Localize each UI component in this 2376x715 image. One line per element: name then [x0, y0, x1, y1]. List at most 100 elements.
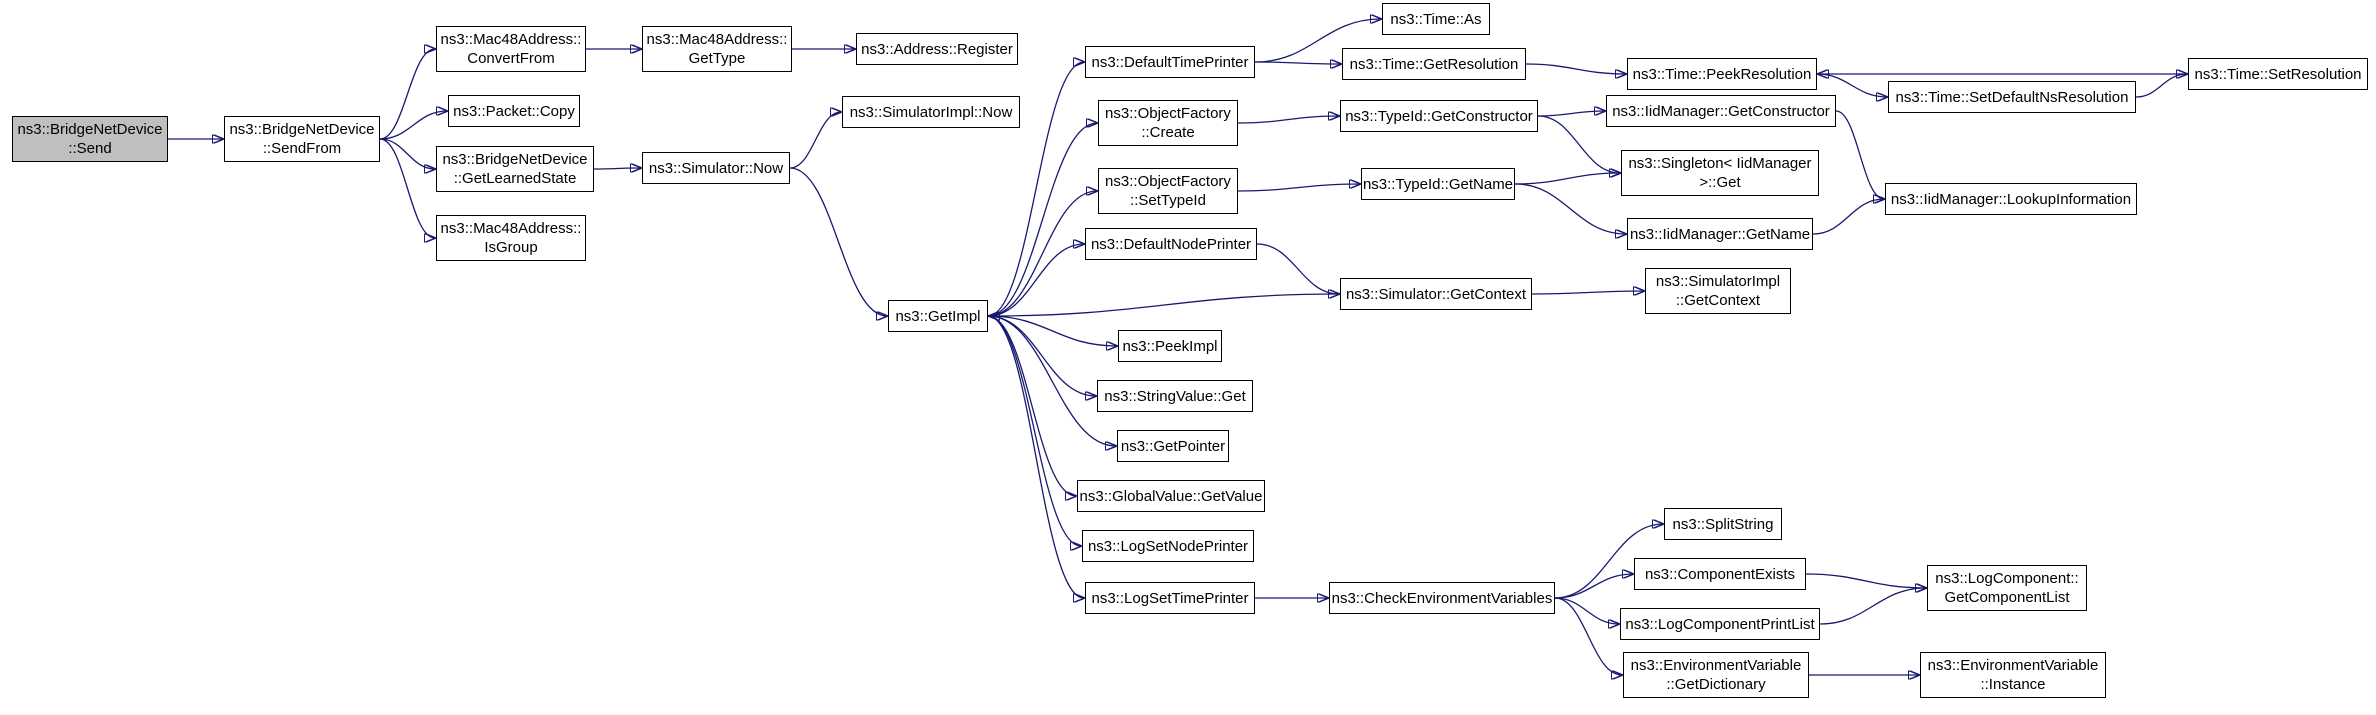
graph-node-label: ns3::ObjectFactory — [1105, 173, 1231, 190]
graph-node-label: ns3::BridgeNetDevice — [229, 121, 375, 138]
edge-componentExists-to-logComponentGetComponentList — [1805, 573, 1926, 588]
graph-node-label: IsGroup — [484, 239, 538, 256]
graph-node-splitString[interactable]: ns3::SplitString — [1664, 508, 1782, 540]
graph-node-label: ns3::SplitString — [1672, 515, 1774, 533]
edge-sendFrom-to-packetCopy — [379, 111, 447, 140]
graph-node-label: ns3::Packet::Copy — [453, 102, 575, 120]
edge-typeIdGetName-to-singletonGet — [1514, 173, 1620, 185]
graph-node-label: ns3::ObjectFactory — [1105, 105, 1231, 122]
graph-node-defaultTimePrinter[interactable]: ns3::DefaultTimePrinter — [1085, 46, 1255, 78]
graph-node-label: ns3::SimulatorImpl — [1655, 273, 1781, 290]
graph-node-label: >::Get — [1699, 174, 1741, 191]
graph-node-label: ns3::IidManager::GetName — [1629, 225, 1811, 243]
graph-node-iidManagerGetName[interactable]: ns3::IidManager::GetName — [1627, 218, 1813, 250]
graph-node-convertFrom[interactable]: ns3::Mac48Address::ConvertFrom — [436, 26, 586, 72]
graph-node-peekImpl[interactable]: ns3::PeekImpl — [1118, 330, 1222, 362]
graph-node-componentExists[interactable]: ns3::ComponentExists — [1634, 558, 1806, 590]
graph-node-label: ::GetContext — [1675, 292, 1761, 309]
graph-node-label: ns3::Time::GetResolution — [1349, 55, 1519, 73]
edge-checkEnvironmentVariables-to-splitString — [1554, 524, 1663, 599]
graph-node-logComponentGetComponentList[interactable]: ns3::LogComponent::GetComponentList — [1927, 565, 2087, 611]
graph-node-getPointer[interactable]: ns3::GetPointer — [1117, 430, 1229, 462]
graph-node-lookupInformation[interactable]: ns3::IidManager::LookupInformation — [1885, 183, 2137, 215]
graph-node-label: ns3::IidManager::GetConstructor — [1612, 102, 1830, 120]
graph-node-defaultNodePrinter[interactable]: ns3::DefaultNodePrinter — [1085, 228, 1257, 260]
edge-getImpl-to-defaultNodePrinter — [987, 244, 1084, 317]
graph-node-typeIdGetConstructor[interactable]: ns3::TypeId::GetConstructor — [1340, 100, 1538, 132]
graph-node-label: ns3::GetImpl — [895, 307, 981, 325]
edge-simulatorNow-to-getImpl — [789, 167, 887, 316]
graph-node-timeAs[interactable]: ns3::Time::As — [1382, 3, 1490, 35]
edge-defaultNodePrinter-to-simulatorGetContext — [1256, 243, 1339, 294]
edge-getImpl-to-defaultTimePrinter — [987, 62, 1084, 317]
graph-node-simulatorNow[interactable]: ns3::Simulator::Now — [642, 152, 790, 184]
graph-node-label: ::SendFrom — [262, 140, 342, 157]
edge-timeGetResolution-to-timePeekResolution — [1525, 63, 1626, 74]
graph-node-timeGetResolution[interactable]: ns3::Time::GetResolution — [1342, 48, 1526, 80]
graph-node-simulatorImplGetContext[interactable]: ns3::SimulatorImpl::GetContext — [1645, 268, 1791, 314]
graph-node-label: ns3::EnvironmentVariable — [1630, 657, 1802, 674]
graph-node-objectFactoryCreate[interactable]: ns3::ObjectFactory::Create — [1098, 100, 1238, 146]
edge-simulatorGetContext-to-getImpl — [989, 293, 1341, 316]
edge-simulatorNow-to-simulatorImplNow — [789, 112, 841, 169]
graph-node-simulatorImplNow[interactable]: ns3::SimulatorImpl::Now — [842, 96, 1020, 128]
graph-node-logSetTimePrinter[interactable]: ns3::LogSetTimePrinter — [1085, 582, 1255, 614]
graph-node-label: ns3::DefaultNodePrinter — [1090, 235, 1252, 253]
graph-node-addressRegister[interactable]: ns3::Address::Register — [856, 33, 1018, 65]
graph-node-iidManagerGetConstructor[interactable]: ns3::IidManager::GetConstructor — [1606, 95, 1836, 127]
graph-node-label: ::GetDictionary — [1666, 676, 1766, 693]
graph-node-timePeekResolution[interactable]: ns3::Time::PeekResolution — [1627, 58, 1817, 90]
graph-node-checkEnvironmentVariables[interactable]: ns3::CheckEnvironmentVariables — [1329, 582, 1555, 614]
graph-node-label: ns3::GlobalValue::GetValue — [1079, 487, 1263, 505]
graph-node-envVarGetDictionary[interactable]: ns3::EnvironmentVariable::GetDictionary — [1623, 652, 1809, 698]
graph-node-label: ns3::Mac48Address:: — [646, 31, 788, 48]
graph-node-label: ns3::EnvironmentVariable — [1927, 657, 2099, 674]
graph-node-singletonGet[interactable]: ns3::Singleton< IidManager>::Get — [1621, 150, 1819, 196]
graph-node-stringValueGet[interactable]: ns3::StringValue::Get — [1097, 380, 1253, 412]
edge-defaultTimePrinter-to-timeAs — [1254, 19, 1381, 63]
graph-node-label: ns3::BridgeNetDevice — [442, 151, 588, 168]
graph-node-label: ns3::SimulatorImpl::Now — [849, 103, 1013, 121]
graph-node-label: ns3::ComponentExists — [1644, 565, 1796, 583]
graph-node-label: ns3::IidManager::LookupInformation — [1890, 190, 2132, 208]
edge-checkEnvironmentVariables-to-logComponentPrintList — [1554, 597, 1619, 624]
graph-node-sendFrom[interactable]: ns3::BridgeNetDevice::SendFrom — [224, 116, 380, 162]
graph-node-envVarInstance[interactable]: ns3::EnvironmentVariable::Instance — [1920, 652, 2106, 698]
graph-node-getLearnedState[interactable]: ns3::BridgeNetDevice::GetLearnedState — [436, 146, 594, 192]
graph-node-objectFactorySetTypeId[interactable]: ns3::ObjectFactory::SetTypeId — [1098, 168, 1238, 214]
graph-node-timeSetResolution[interactable]: ns3::Time::SetResolution — [2188, 58, 2368, 90]
graph-node-label: ns3::CheckEnvironmentVariables — [1331, 589, 1553, 607]
graph-node-getType[interactable]: ns3::Mac48Address::GetType — [642, 26, 792, 72]
graph-node-logSetNodePrinter[interactable]: ns3::LogSetNodePrinter — [1082, 530, 1254, 562]
graph-node-getImpl[interactable]: ns3::GetImpl — [888, 300, 988, 332]
graph-node-label: ::Instance — [1980, 676, 2046, 693]
graph-node-label: ns3::DefaultTimePrinter — [1091, 53, 1249, 71]
graph-node-label: ns3::Time::As — [1390, 10, 1482, 28]
graph-node-label: ns3::Time::PeekResolution — [1632, 65, 1812, 83]
graph-node-typeIdGetName[interactable]: ns3::TypeId::GetName — [1361, 168, 1515, 200]
graph-node-label: ::Create — [1141, 124, 1195, 141]
edge-getLearnedState-to-simulatorNow — [593, 168, 641, 169]
graph-node-label: ns3::StringValue::Get — [1104, 387, 1246, 405]
graph-node-send[interactable]: ns3::BridgeNetDevice::Send — [12, 116, 168, 162]
edge-logComponentPrintList-to-logComponentGetComponentList — [1819, 588, 1926, 625]
edge-checkEnvironmentVariables-to-envVarGetDictionary — [1554, 597, 1622, 675]
edge-objectFactorySetTypeId-to-typeIdGetName — [1237, 184, 1360, 192]
graph-node-globalValueGetValue[interactable]: ns3::GlobalValue::GetValue — [1077, 480, 1265, 512]
graph-node-timeSetDefaultNsResolution[interactable]: ns3::Time::SetDefaultNsResolution — [1888, 81, 2136, 113]
graph-node-label: ns3::GetPointer — [1120, 437, 1226, 455]
edge-getImpl-to-logSetNodePrinter — [987, 315, 1081, 546]
edge-getImpl-to-peekImpl — [987, 315, 1117, 346]
graph-node-label: ns3::Time::SetResolution — [2194, 65, 2362, 83]
graph-node-packetCopy[interactable]: ns3::Packet::Copy — [448, 95, 580, 127]
edge-typeIdGetName-to-iidManagerGetName — [1514, 183, 1626, 234]
graph-node-label: GetComponentList — [1944, 589, 2070, 606]
graph-node-simulatorGetContext[interactable]: ns3::Simulator::GetContext — [1340, 278, 1532, 310]
graph-node-isGroup[interactable]: ns3::Mac48Address::IsGroup — [436, 215, 586, 261]
graph-node-label: ns3::TypeId::GetName — [1362, 175, 1514, 193]
graph-node-logComponentPrintList[interactable]: ns3::LogComponentPrintList — [1620, 608, 1820, 640]
graph-node-label: ns3::PeekImpl — [1122, 337, 1218, 355]
edge-iidManagerGetName-to-lookupInformation — [1812, 199, 1884, 235]
